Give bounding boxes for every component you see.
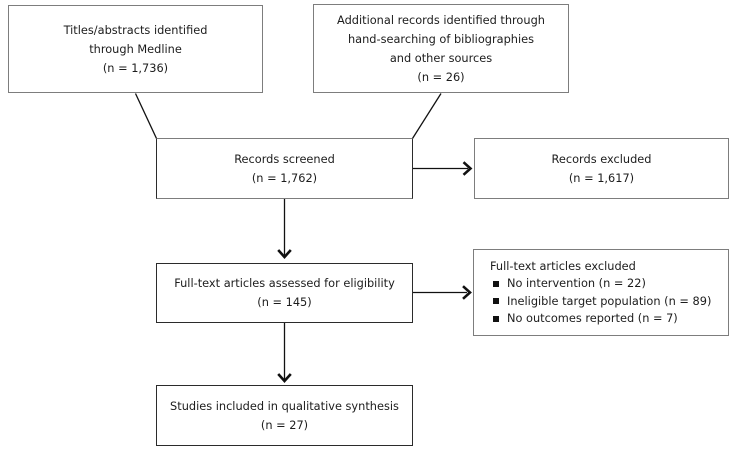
square-bullet-icon: [493, 298, 499, 305]
connector-other-to-screened: [411, 93, 442, 139]
box-text-line: through Medline: [89, 41, 182, 56]
arrow-screened-to-assessed-head: [277, 249, 292, 259]
box-text-line: and other sources: [389, 50, 493, 65]
box-count-line: (n = 27): [260, 417, 309, 432]
square-bullet-icon: [493, 280, 499, 287]
box-title-line: Full-text articles excluded: [490, 258, 636, 273]
arrow-assessed-to-included-head: [277, 373, 292, 383]
box-count-line: (n = 1,736): [102, 60, 169, 75]
box-fulltext-excluded: Full-text articles excluded No intervent…: [473, 249, 729, 336]
box-fulltext-assessed: Full-text articles assessed for eligibil…: [156, 263, 413, 323]
box-text-line: Additional records identified through: [337, 12, 545, 27]
box-count-line: (n = 26): [417, 69, 465, 84]
box-text-line: Records excluded: [551, 151, 652, 166]
connector-medline-to-screened: [134, 93, 158, 139]
exclusion-reason-item: No intervention (n = 22): [490, 275, 646, 293]
box-identified-other: Additional records identified through ha…: [313, 4, 569, 93]
exclusion-reason-item: No outcomes reported (n = 7): [490, 310, 678, 328]
arrow-screened-to-excluded-head: [462, 161, 473, 176]
exclusion-reason-label: No outcomes reported (n = 7): [507, 311, 678, 325]
box-identified-medline: Titles/abstracts identified through Medl…: [8, 5, 263, 93]
exclusion-reason-label: No intervention (n = 22): [507, 276, 646, 290]
box-count-line: (n = 145): [257, 295, 312, 309]
box-text-line: Full-text articles assessed for eligibil…: [174, 276, 395, 290]
box-records-screened: Records screened (n = 1,762): [156, 138, 413, 199]
box-records-excluded: Records excluded (n = 1,617): [474, 138, 729, 199]
arrow-assessed-to-ftexcluded-head: [462, 285, 472, 300]
box-count-line: (n = 1,762): [251, 170, 318, 185]
square-bullet-icon: [493, 315, 499, 322]
box-studies-included: Studies included in qualitative synthesi…: [156, 385, 413, 446]
box-text-line: Titles/abstracts identified: [63, 22, 208, 37]
exclusion-reason-item: Ineligible target population (n = 89): [490, 293, 711, 311]
box-text-line: Records screened: [234, 151, 335, 166]
box-text-line: hand-searching of bibliographies: [347, 31, 535, 46]
box-count-line: (n = 1,617): [568, 170, 635, 185]
exclusion-reason-label: Ineligible target population (n = 89): [507, 293, 712, 308]
box-text-line: Studies included in qualitative synthesi…: [170, 398, 399, 413]
